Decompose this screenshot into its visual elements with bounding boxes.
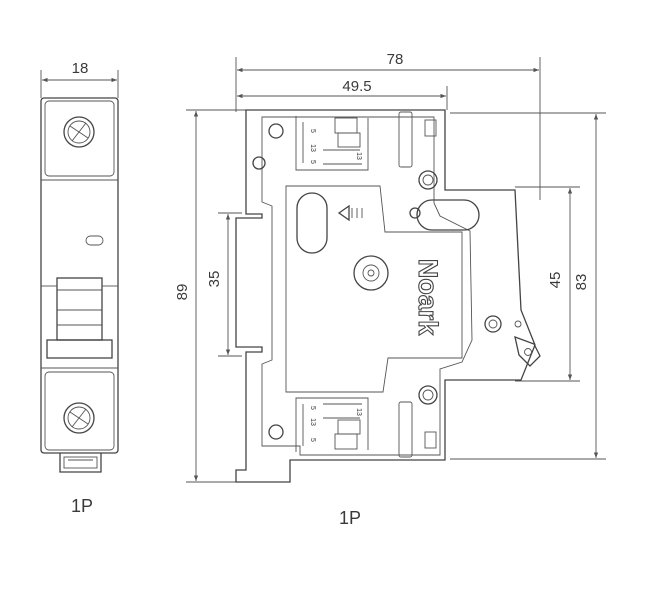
elongated-slot-icon — [416, 199, 480, 231]
rail-width-dimension: 49.5 — [237, 78, 448, 110]
bottom-screw-icon — [63, 402, 95, 434]
overall-width-dimension: 78 — [235, 51, 541, 200]
left-oval-slot-icon — [296, 192, 328, 254]
body-height-value: 83 — [573, 274, 590, 291]
mount-hole-mid-right-icon — [409, 207, 421, 219]
face-height-dimension: 45 — [515, 186, 580, 382]
side-housing-outline — [235, 109, 541, 483]
mount-hole-mid-left-icon — [252, 156, 266, 170]
mount-hole-bottom-left-icon — [268, 424, 284, 440]
top-terminal-block: 5 13 5 13 — [295, 116, 369, 171]
front-view-caption: 1P — [71, 496, 93, 516]
front-width-dimension: 18 — [40, 60, 119, 98]
brand-label: Noark — [413, 259, 443, 337]
rail-height-dimension: 35 — [206, 212, 242, 357]
body-height-dimension: 83 — [450, 112, 606, 460]
face-height-value: 45 — [547, 272, 564, 289]
total-height-value: 89 — [174, 284, 191, 301]
front-width-value: 18 — [72, 60, 89, 77]
bottom-mark-13a: 13 — [309, 418, 316, 426]
front-body-outline — [40, 97, 119, 473]
top-mark-13b: 13 — [355, 152, 362, 160]
mount-hole-top-right-icon — [418, 170, 438, 190]
pivot-screw-icon — [353, 255, 389, 291]
bottom-mark-5b: 5 — [309, 438, 316, 442]
rail-height-value: 35 — [206, 271, 223, 288]
mount-hole-bottom-right-icon — [418, 385, 438, 405]
side-view-caption: 1P — [339, 508, 361, 528]
bottom-terminal-block: 5 13 5 13 — [295, 397, 369, 452]
top-screw-icon — [63, 116, 95, 148]
din-clip — [59, 453, 102, 473]
toggle-lever — [41, 277, 118, 359]
mount-hole-top-left-icon — [268, 123, 284, 139]
top-mark-13a: 13 — [309, 144, 316, 152]
indicator-window-icon — [85, 235, 104, 246]
lever-pivot-icon — [484, 315, 502, 333]
front-view: 18 — [40, 60, 119, 516]
side-view: 78 49.5 89 35 45 — [174, 51, 606, 528]
total-height-dimension: 89 — [174, 109, 262, 483]
bottom-mark-13b: 13 — [355, 408, 362, 416]
direction-arrow-icon — [337, 204, 363, 222]
rail-width-value: 49.5 — [342, 78, 371, 95]
top-mark-5b: 5 — [309, 160, 316, 164]
top-mark-5a: 5 — [309, 129, 316, 133]
overall-width-value: 78 — [387, 51, 404, 68]
bottom-mark-5a: 5 — [309, 406, 316, 410]
